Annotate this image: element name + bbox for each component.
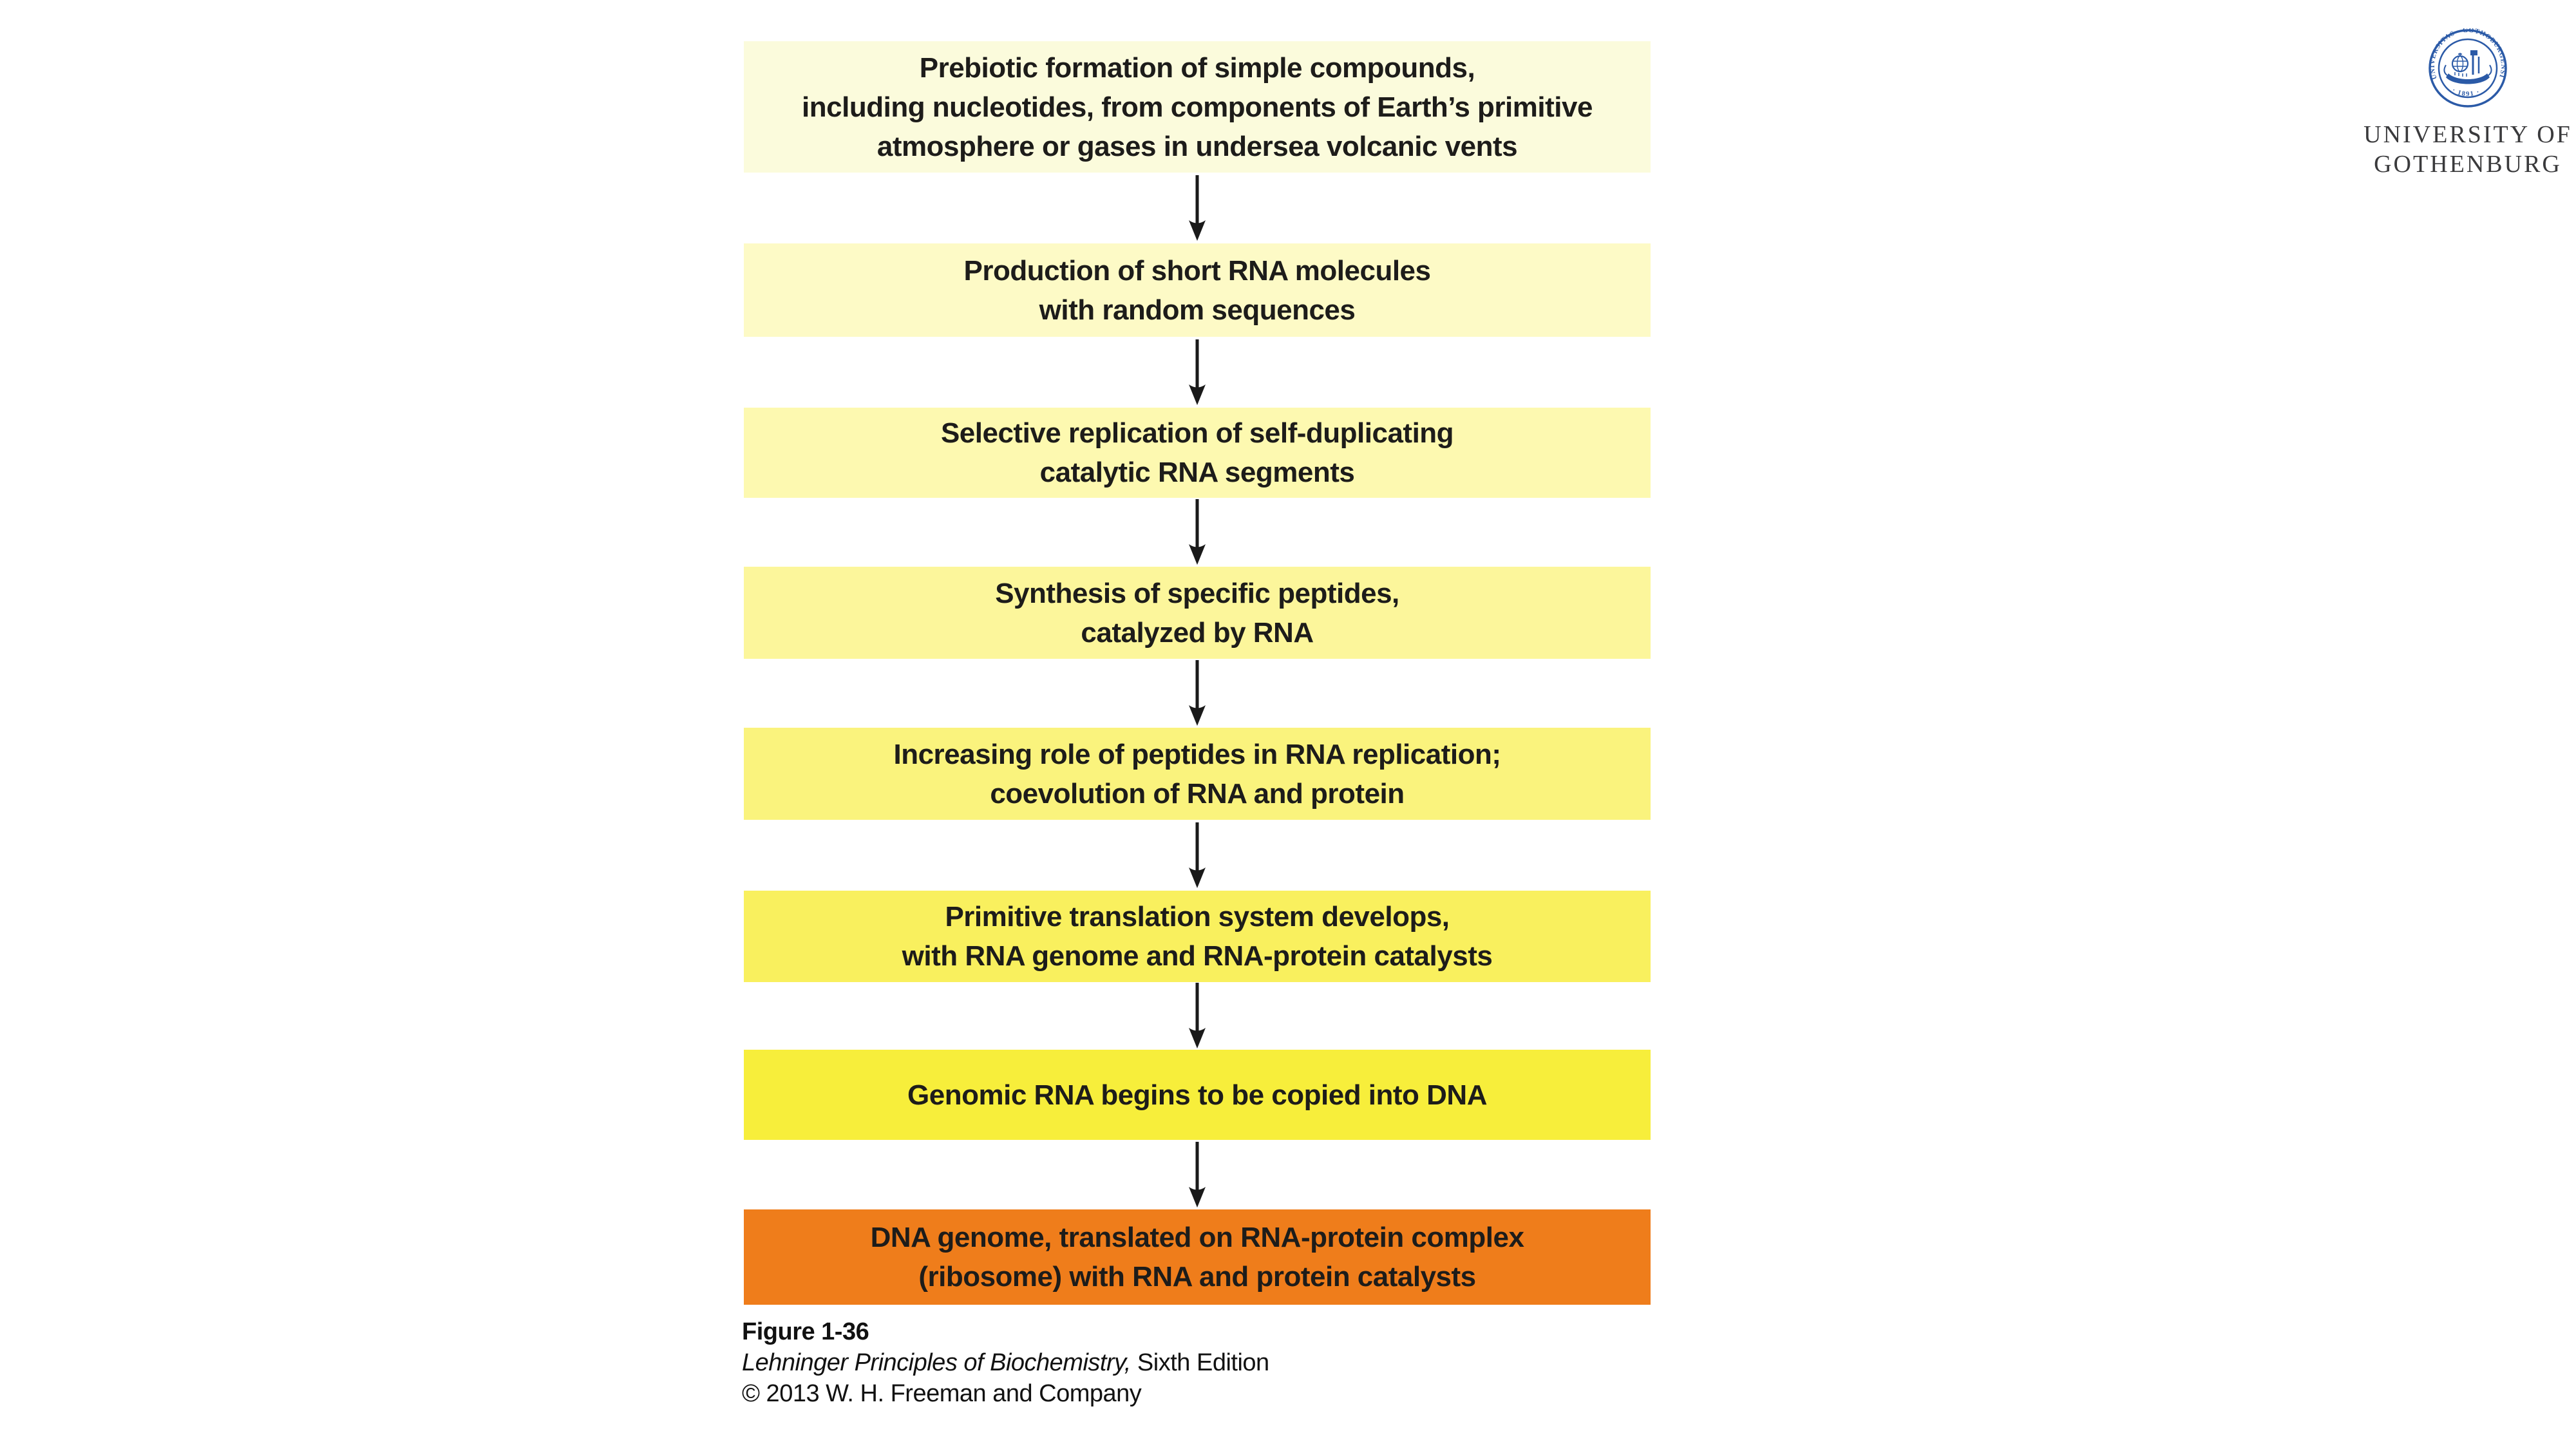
book-reference: Lehninger Principles of Biochemistry, Si… (742, 1347, 1837, 1378)
flow-box-2: Production of short RNA molecules with r… (744, 243, 1651, 337)
arrow-head (1189, 384, 1206, 405)
seal-hull (2446, 73, 2490, 84)
arrow-head (1189, 867, 1206, 888)
seal-prow (2443, 64, 2448, 76)
flow-box-8: DNA genome, translated on RNA-protein co… (744, 1209, 1651, 1305)
flow-box-4: Synthesis of specific peptides, catalyze… (744, 567, 1651, 659)
arrow-head (1189, 1028, 1206, 1048)
university-logo: UNIVERSITAS · GOTHOBURGENSIS · 1891 · (2339, 28, 2576, 179)
flow-box-1-label: Prebiotic formation of simple compounds,… (802, 52, 1593, 162)
university-name-line2: GOTHENBURG (2374, 151, 2562, 178)
flow-box-7-label: Genomic RNA begins to be copied into DNA (907, 1079, 1487, 1111)
university-seal-icon: UNIVERSITAS · GOTHOBURGENSIS · 1891 · (2428, 28, 2507, 108)
seal-ship-emblem (2443, 50, 2492, 84)
flow-box-6: Primitive translation system develops, w… (744, 891, 1651, 982)
down-arrow-7 (1189, 1142, 1206, 1208)
seal-globe (2451, 55, 2469, 73)
book-edition: Sixth Edition (1130, 1349, 1269, 1376)
down-arrow-6 (1189, 983, 1206, 1048)
arrow-head (1189, 544, 1206, 565)
down-arrow-4 (1189, 660, 1206, 726)
flow-box-5: Increasing role of peptides in RNA repli… (744, 728, 1651, 820)
flow-box-7: Genomic RNA begins to be copied into DNA (744, 1050, 1651, 1140)
flow-box-4-label: Synthesis of specific peptides, catalyze… (995, 577, 1399, 649)
flow-box-3: Selective replication of self-duplicatin… (744, 408, 1651, 498)
seal-inner-ring (2438, 38, 2498, 99)
flow-box-6-label: Primitive translation system develops, w… (902, 901, 1493, 972)
arrow-head (1189, 220, 1206, 241)
university-name-line1: UNIVERSITY OF (2363, 121, 2572, 148)
down-arrow-2 (1189, 339, 1206, 405)
flow-box-1: Prebiotic formation of simple compounds,… (744, 41, 1651, 173)
arrow-head (1189, 1187, 1206, 1208)
down-arrow-1 (1189, 175, 1206, 241)
seal-stern (2488, 64, 2492, 76)
flow-box-5-label: Increasing role of peptides in RNA repli… (893, 738, 1501, 810)
arrow-head (1189, 705, 1206, 726)
flow-box-8-label: DNA genome, translated on RNA-protein co… (870, 1222, 1524, 1293)
down-arrow-5 (1189, 822, 1206, 888)
university-name: UNIVERSITY OF GOTHENBURG (2363, 120, 2572, 179)
figure-number: Figure 1-36 (742, 1318, 869, 1345)
book-title: Lehninger Principles of Biochemistry, (742, 1349, 1131, 1376)
flow-box-2-label: Production of short RNA molecules with r… (963, 254, 1431, 326)
figure-caption: Figure 1-36 Lehninger Principles of Bioc… (742, 1316, 1837, 1409)
flow-box-3-label: Selective replication of self-duplicatin… (940, 417, 1454, 488)
copyright-line: © 2013 W. H. Freeman and Company (742, 1380, 1142, 1407)
down-arrow-3 (1189, 499, 1206, 565)
